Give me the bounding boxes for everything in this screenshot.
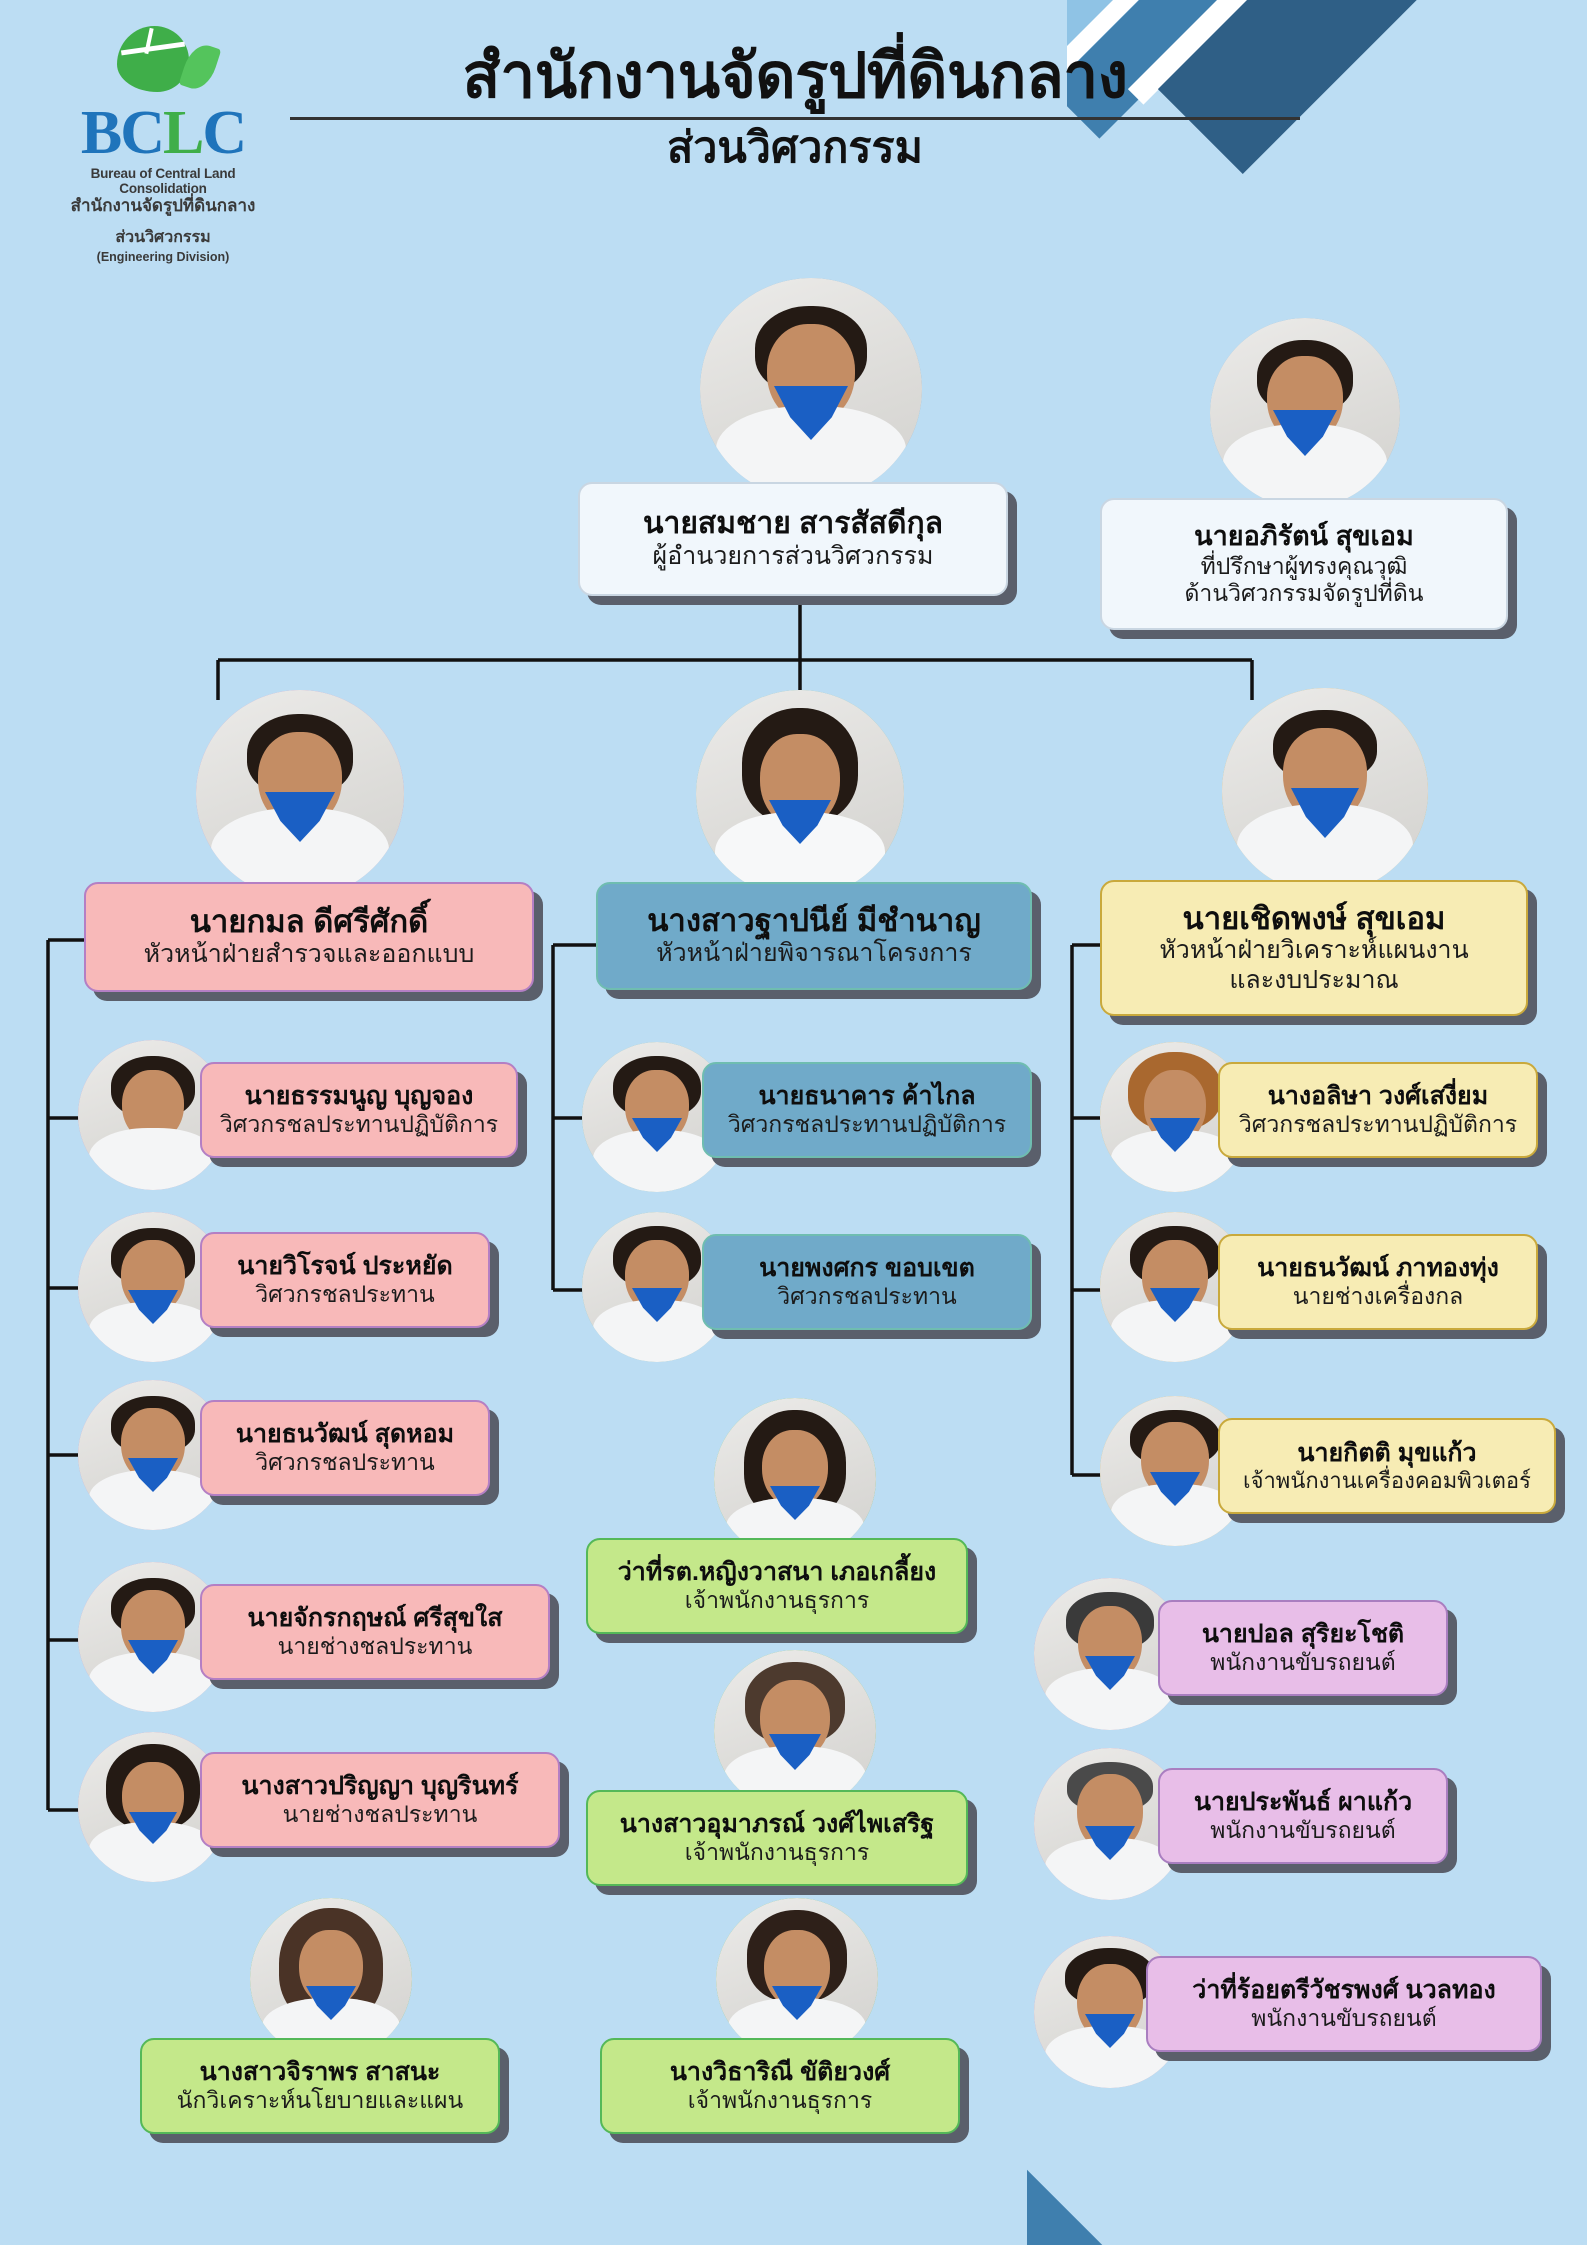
person-name: นางสาวปริญญา บุญรินทร์ [241,1771,519,1800]
person-role-line1: หัวหน้าฝ่ายวิเคราะห์แผนงาน [1159,936,1469,965]
person-role-line1: ที่ปรึกษาผู้ทรงคุณวุฒิ [1200,552,1408,579]
person-name: นายเชิดพงษ์ สุขเอม [1182,900,1446,936]
person-role: นักวิเคราะห์นโยบายและแผน [176,2086,464,2113]
person-card[interactable]: นายพงศกร ขอบเขต วิศวกรชลประทาน [702,1234,1032,1330]
person-name: นางอลิษา วงศ์เสงี่ยม [1267,1081,1489,1110]
person-card[interactable]: นางสาวจิราพร สาสนะ นักวิเคราะห์นโยบายและ… [140,2038,500,2134]
avatar [716,1898,878,2060]
logo-line-th: สำนักงานจัดรูปที่ดินกลาง [70,195,256,215]
person-card[interactable]: นายวิโรจน์ ประหยัด วิศวกรชลประทาน [200,1232,490,1328]
person-name: ว่าที่ร้อยตรีวัชรพงศ์ นวลทอง [1192,1975,1496,2004]
person-role: วิศวกรชลประทาน [777,1282,957,1309]
person-card[interactable]: นายอภิรัตน์ สุขเอม ที่ปรึกษาผู้ทรงคุณวุฒ… [1100,498,1508,630]
person-name: นายธนวัฒน์ สุดหอม [235,1419,455,1448]
avatar [700,278,922,500]
leaf-icon [103,22,223,102]
avatar [1222,688,1428,894]
page-subtitle: ส่วนวิศวกรรม [667,124,923,173]
person-card[interactable]: นางวิธาริณี ขัติยวงศ์ เจ้าพนักงานธุรการ [600,2038,960,2134]
person-card[interactable]: นายธนาคาร ค้าไกล วิศวกรชลประทานปฏิบัติกา… [702,1062,1032,1158]
person-role: หัวหน้าฝ่ายพิจารณาโครงการ [656,939,972,968]
person-name: นายสมชาย สารสัสดีกุล [642,506,944,540]
person-role: วิศวกรชลประทาน [255,1280,435,1307]
person-name: นายธนาคาร ค้าไกล [758,1081,976,1110]
person-role: วิศวกรชลประทาน [255,1448,435,1475]
person-role: เจ้าพนักงานธุรการ [687,2086,873,2113]
logo-division-th: ส่วนวิศวกรรม [115,229,211,247]
person-card[interactable]: นายสมชาย สารสัสดีกุล ผู้อำนวยการส่วนวิศว… [578,482,1008,596]
person-role: วิศวกรชลประทานปฏิบัติการ [219,1110,499,1137]
person-card[interactable]: นายกิตติ มุขแก้ว เจ้าพนักงานเครื่องคอมพิ… [1218,1418,1556,1514]
person-card[interactable]: นายเชิดพงษ์ สุขเอม หัวหน้าฝ่ายวิเคราะห์แ… [1100,880,1528,1016]
avatar [1100,1212,1250,1362]
avatar [1210,318,1400,508]
person-name: ว่าที่รต.หญิงวาสนา เภอเกลี้ยง [617,1557,937,1586]
person-name: นายกมล ดีศรีศักดิ์ [189,904,429,940]
person-card[interactable]: นายปอล สุริยะโชติ พนักงานขับรถยนต์ [1158,1600,1448,1696]
person-name: นายจักรกฤษณ์ ศรีสุขใส [247,1603,503,1632]
person-role: นายช่างชลประทาน [277,1632,473,1659]
person-role: เจ้าพนักงานธุรการ [684,1838,870,1865]
person-name: นายกิตติ มุขแก้ว [1297,1438,1477,1467]
page-header: BCLC Bureau of Central Land Consolidatio… [0,0,1587,270]
person-role: เจ้าพนักงานเครื่องคอมพิวเตอร์ [1243,1467,1531,1493]
person-role-line2: ด้านวิศวกรรมจัดรูปที่ดิน [1184,579,1424,606]
person-name: นางสาวอุมาภรณ์ วงศ์ไพเสริฐ [619,1809,935,1838]
title-block: สำนักงานจัดรูปที่ดินกลาง ส่วนวิศวกรรม [290,42,1300,174]
person-name: นายพงศกร ขอบเขต [759,1253,975,1282]
person-role: นายช่างเครื่องกล [1292,1282,1464,1309]
person-role: เจ้าพนักงานธุรการ [684,1586,870,1613]
person-card[interactable]: นายจักรกฤษณ์ ศรีสุขใส นายช่างชลประทาน [200,1584,550,1680]
person-role: นายช่างชลประทาน [282,1800,478,1827]
avatar [196,690,404,898]
person-card[interactable]: นางอลิษา วงศ์เสงี่ยม วิศวกรชลประทานปฏิบั… [1218,1062,1538,1158]
person-name: นายประพันธ์ ผาแก้ว [1193,1787,1413,1816]
person-name: นายปอล สุริยะโชติ [1201,1619,1405,1648]
logo-line-en: Bureau of Central Land Consolidation [90,165,236,196]
avatar [250,1898,412,2060]
avatar [582,1042,732,1192]
person-card[interactable]: นายกมล ดีศรีศักดิ์ หัวหน้าฝ่ายสำรวจและออ… [84,882,534,992]
person-card[interactable]: นายธนวัฒน์ สุดหอม วิศวกรชลประทาน [200,1400,490,1496]
person-card[interactable]: ว่าที่รต.หญิงวาสนา เภอเกลี้ยง เจ้าพนักงา… [586,1538,968,1634]
organization-logo: BCLC Bureau of Central Land Consolidatio… [48,22,278,264]
person-role-line2: และงบประมาณ [1229,965,1399,994]
person-name: นายธรรมนูญ บุญจอง [244,1081,474,1110]
title-divider [290,117,1300,121]
person-name: นายอภิรัตน์ สุขเอม [1194,521,1414,552]
avatar [696,690,904,898]
person-card[interactable]: นายธรรมนูญ บุญจอง วิศวกรชลประทานปฏิบัติก… [200,1062,518,1158]
person-name: นายวิโรจน์ ประหยัด [237,1251,453,1280]
person-name: นางสาวจิราพร สาสนะ [199,2057,441,2086]
page-title: สำนักงานจัดรูปที่ดินกลาง [462,42,1128,111]
avatar [714,1650,876,1812]
person-card[interactable]: ว่าที่ร้อยตรีวัชรพงศ์ นวลทอง พนักงานขับร… [1146,1956,1542,2052]
person-role: วิศวกรชลประทานปฏิบัติการ [1238,1110,1518,1137]
person-role: ผู้อำนวยการส่วนวิศวกรรม [652,541,934,570]
avatar [714,1398,876,1560]
logo-division-en: (Engineering Division) [96,250,230,265]
person-name: นายธนวัฒน์ ภาทองทุ่ง [1257,1253,1499,1282]
person-role: พนักงานขับรถยนต์ [1210,1816,1396,1843]
person-card[interactable]: นางสาวอุมาภรณ์ วงศ์ไพเสริฐ เจ้าพนักงานธุ… [586,1790,968,1886]
person-name: นางสาวฐาปนีย์ มีชำนาญ [647,903,981,939]
person-role: หัวหน้าฝ่ายสำรวจและออกแบบ [143,940,475,969]
person-card[interactable]: นางสาวฐาปนีย์ มีชำนาญ หัวหน้าฝ่ายพิจารณา… [596,882,1032,990]
logo-acronym: BCLC [80,99,247,167]
person-name: นางวิธาริณี ขัติยวงศ์ [669,2057,891,2086]
avatar [78,1040,228,1190]
person-card[interactable]: นายประพันธ์ ผาแก้ว พนักงานขับรถยนต์ [1158,1768,1448,1864]
person-role: วิศวกรชลประทานปฏิบัติการ [727,1110,1007,1137]
person-card[interactable]: นางสาวปริญญา บุญรินทร์ นายช่างชลประทาน [200,1752,560,1848]
person-card[interactable]: นายธนวัฒน์ ภาทองทุ่ง นายช่างเครื่องกล [1218,1234,1538,1330]
person-role: พนักงานขับรถยนต์ [1251,2004,1437,2031]
person-role: พนักงานขับรถยนต์ [1210,1648,1396,1675]
